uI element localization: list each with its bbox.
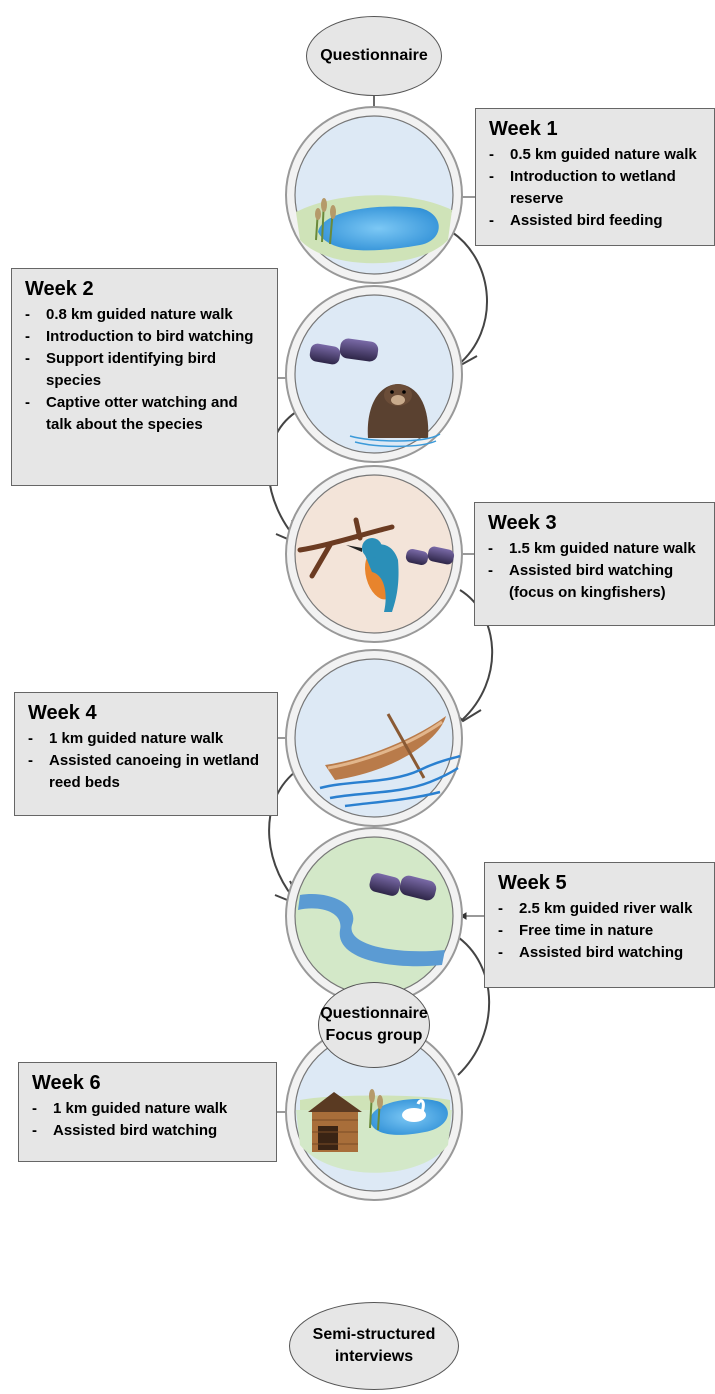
week6-list: -1 km guided nature walk -Assisted bird … <box>32 1098 266 1142</box>
kingfisher-icon <box>346 538 399 612</box>
week2-list: -0.8 km guided nature walk -Introduction… <box>25 304 267 436</box>
week3-list: -1.5 km guided nature walk -Assisted bir… <box>488 538 704 604</box>
list-item: -Introduction to bird watching <box>25 328 254 345</box>
week6-scene <box>285 1023 463 1201</box>
week1-title: Week 1 <box>489 118 558 140</box>
week3-title: Week 3 <box>488 512 557 534</box>
pond-icon <box>318 206 439 251</box>
interviews-label-line1: Semi-structured <box>312 1326 436 1343</box>
week1-scene <box>285 106 463 284</box>
start-questionnaire-node: Questionnaire <box>306 16 442 96</box>
binoculars-icon <box>309 338 379 365</box>
week6-title: Week 6 <box>32 1072 101 1094</box>
curve-week1-to-week2 <box>451 231 488 366</box>
list-item: -2.5 km guided river walk <box>498 900 693 917</box>
curve-week5-to-week6 <box>454 934 491 1076</box>
list-item: -Assisted bird watching <box>498 944 684 961</box>
canoe-icon <box>325 713 446 780</box>
reeds-icon <box>315 198 336 245</box>
bird-hide-icon <box>308 1092 362 1152</box>
otter-icon <box>349 384 441 448</box>
week4-list: -1 km guided nature walk -Assisted canoe… <box>28 728 267 794</box>
list-item: -0.8 km guided nature walk <box>25 306 233 323</box>
week5-title: Week 5 <box>498 872 567 894</box>
list-item: -1.5 km guided nature walk <box>488 540 696 557</box>
start-label: Questionnaire <box>320 47 428 64</box>
week6-box: Week 6 -1 km guided nature walk -Assiste… <box>18 1062 277 1162</box>
interviews-label-line2: interviews <box>334 1348 414 1365</box>
list-item: -Assisted canoeing in wetland reed beds <box>28 752 260 791</box>
week4-title: Week 4 <box>28 702 97 724</box>
week4-box: Week 4 -1 km guided nature walk -Assiste… <box>14 692 278 816</box>
list-item: -0.5 km guided nature walk <box>489 146 697 163</box>
week5-list: -2.5 km guided river walk -Free time in … <box>498 898 704 964</box>
post-label-line2: Focus group <box>325 1027 423 1044</box>
swan-icon <box>402 1099 426 1122</box>
week3-box: Week 3 -1.5 km guided nature walk -Assis… <box>474 502 715 626</box>
list-item: -Assisted bird watching <box>32 1122 218 1139</box>
list-item: -Free time in nature <box>498 922 654 939</box>
reeds-icon <box>369 1089 383 1131</box>
list-item: -Assisted bird feeding <box>489 212 663 229</box>
branch-icon <box>297 517 395 579</box>
curve-week3-to-week4 <box>459 589 494 721</box>
river-icon <box>298 894 445 967</box>
binoculars-icon <box>369 873 437 901</box>
interviews-node: Semi-structured interviews <box>289 1302 459 1390</box>
list-item: -Introduction to wetland reserve <box>489 168 676 207</box>
water-waves-icon <box>319 754 461 808</box>
list-item: -1 km guided nature walk <box>28 730 224 747</box>
list-item: -Captive otter watching and talk about t… <box>25 394 238 433</box>
week5-scene <box>285 827 463 1005</box>
week2-title: Week 2 <box>25 278 94 300</box>
list-item: -1 km guided nature walk <box>32 1100 228 1117</box>
list-item: -Support identifying bird species <box>25 350 216 389</box>
post-label-line1: Questionnaire <box>320 1005 428 1022</box>
week5-box: Week 5 -2.5 km guided river walk -Free t… <box>484 862 715 988</box>
week1-list: -0.5 km guided nature walk -Introduction… <box>489 144 704 232</box>
binoculars-icon <box>405 546 455 566</box>
week3-scene <box>285 465 463 643</box>
list-item: -Assisted bird watching (focus on kingfi… <box>488 562 674 601</box>
post-questionnaire-node: Questionnaire Focus group <box>318 982 430 1068</box>
week1-box: Week 1 -0.5 km guided nature walk -Intro… <box>475 108 715 246</box>
week4-scene <box>285 649 463 827</box>
week2-scene <box>285 285 463 463</box>
week2-box: Week 2 -0.8 km guided nature walk -Intro… <box>11 268 278 486</box>
